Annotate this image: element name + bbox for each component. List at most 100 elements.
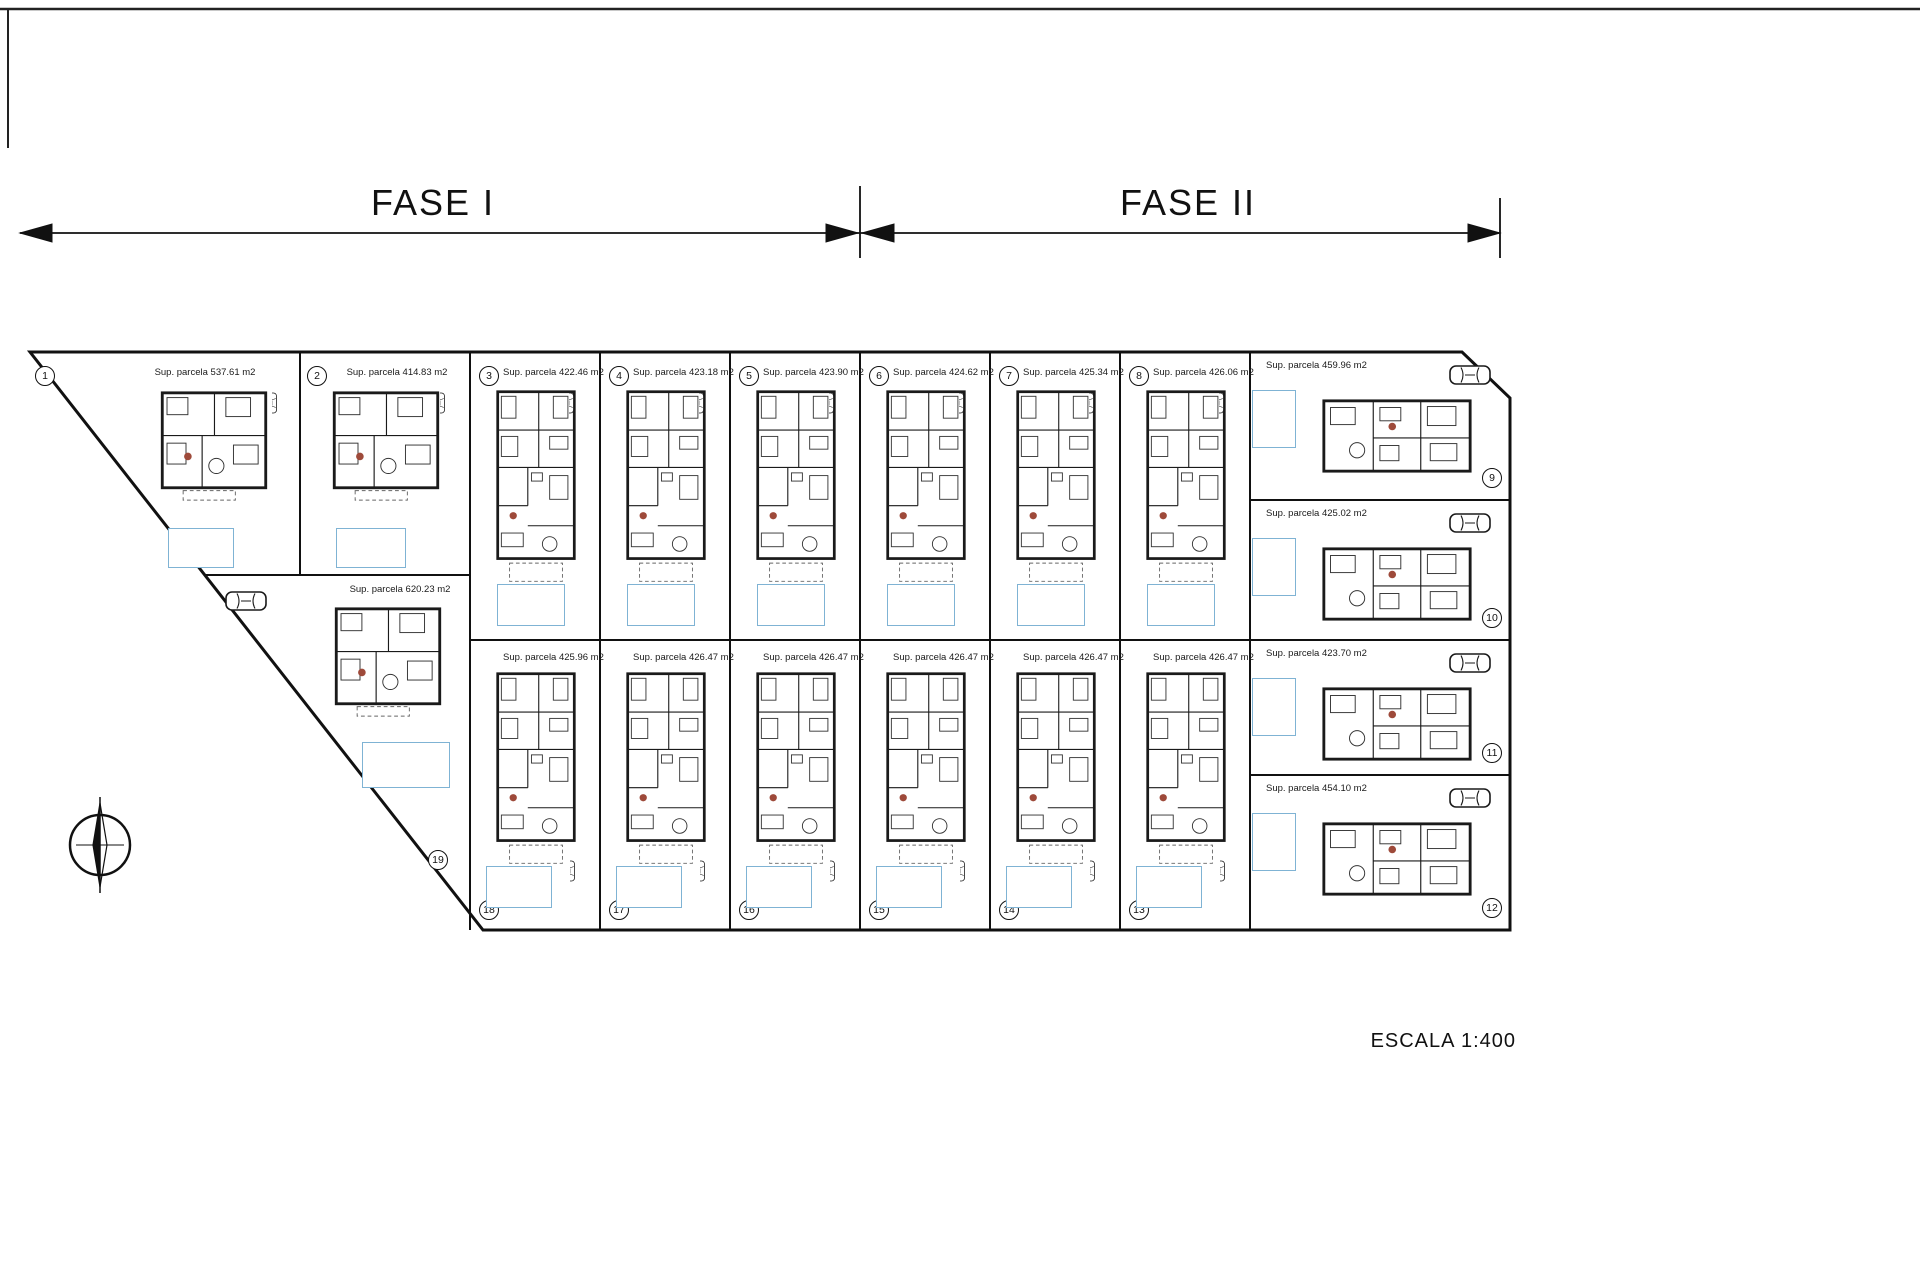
plot-6-pool xyxy=(887,584,955,626)
plot-2-number-badge: 2 xyxy=(307,366,327,386)
page-edge-lines xyxy=(0,7,1920,148)
arrow-mid-left-icon xyxy=(860,223,895,243)
plot-17-pool xyxy=(616,866,682,908)
plot-4-floorplan xyxy=(623,389,709,585)
plot-7-number-badge: 7 xyxy=(999,366,1019,386)
car-icon xyxy=(960,860,982,904)
plot-7-pool xyxy=(1017,584,1085,626)
arrow-right-icon xyxy=(1467,223,1502,243)
plot-15-pool xyxy=(876,866,942,908)
plot-4-pool xyxy=(627,584,695,626)
plot-16-pool xyxy=(746,866,812,908)
plot-1-floorplan xyxy=(158,390,270,502)
plot-1-number-badge: 1 xyxy=(35,366,55,386)
plot-4-area-label: Sup. parcela 423.18 m2 xyxy=(633,367,734,378)
plot-1-area-label: Sup. parcela 537.61 m2 xyxy=(154,367,256,378)
plot-1-pool xyxy=(168,528,234,568)
plot-9-area-label: Sup. parcela 459.96 m2 xyxy=(1266,360,1367,371)
car-icon xyxy=(1448,512,1492,534)
plot-13-area-label: Sup. parcela 426.47 m2 xyxy=(1153,652,1254,663)
plot-19-floorplan xyxy=(332,606,444,718)
car-icon xyxy=(570,860,592,904)
plot-16-floorplan xyxy=(753,671,839,867)
car-icon xyxy=(1089,392,1111,436)
plot-3-pool xyxy=(497,584,565,626)
plot-3-area-label: Sup. parcela 422.46 m2 xyxy=(503,367,604,378)
plot-2-pool xyxy=(336,528,406,568)
fase1-title: FASE I xyxy=(370,182,496,223)
parcel-division-lines xyxy=(205,352,1510,930)
plot-18-pool xyxy=(486,866,552,908)
plot-9-number-badge: 9 xyxy=(1482,468,1502,488)
plot-10-number-badge: 10 xyxy=(1482,608,1502,628)
plot-14-floorplan xyxy=(1013,671,1099,867)
phase-dimension-line xyxy=(18,186,1502,258)
plot-8-floorplan xyxy=(1143,389,1229,585)
plot-6-floorplan xyxy=(883,389,969,585)
plot-14-area-label: Sup. parcela 426.47 m2 xyxy=(1023,652,1124,663)
fase2-title: FASE II xyxy=(1119,182,1257,223)
plot-12-floorplan xyxy=(1318,821,1476,897)
arrow-mid-right-icon xyxy=(825,223,860,243)
plot-6-number-badge: 6 xyxy=(869,366,889,386)
arrow-left-icon xyxy=(18,223,53,243)
plot-8-area-label: Sup. parcela 426.06 m2 xyxy=(1153,367,1254,378)
car-icon xyxy=(699,392,721,436)
plot-13-floorplan xyxy=(1143,671,1229,867)
plot-2-area-label: Sup. parcela 414.83 m2 xyxy=(346,367,448,378)
plot-17-floorplan xyxy=(623,671,709,867)
plot-7-floorplan xyxy=(1013,389,1099,585)
car-icon xyxy=(1220,860,1242,904)
plot-12-area-label: Sup. parcela 454.10 m2 xyxy=(1266,783,1367,794)
car-icon xyxy=(830,860,852,904)
plot-19-area-label: Sup. parcela 620.23 m2 xyxy=(349,584,451,595)
plot-18-area-label: Sup. parcela 425.96 m2 xyxy=(503,652,604,663)
plot-13-pool xyxy=(1136,866,1202,908)
scale-label: ESCALA 1:400 xyxy=(1370,1030,1516,1052)
car-icon xyxy=(440,392,462,436)
car-icon xyxy=(1448,787,1492,809)
car-icon xyxy=(1219,392,1241,436)
plot-9-floorplan xyxy=(1318,398,1476,474)
plot-15-area-label: Sup. parcela 426.47 m2 xyxy=(893,652,994,663)
plot-10-pool xyxy=(1252,538,1296,596)
plot-8-pool xyxy=(1147,584,1215,626)
car-icon xyxy=(569,392,591,436)
car-icon xyxy=(1448,364,1492,386)
car-icon xyxy=(1090,860,1112,904)
plot-11-floorplan xyxy=(1318,686,1476,762)
car-icon xyxy=(959,392,981,436)
plot-16-area-label: Sup. parcela 426.47 m2 xyxy=(763,652,864,663)
plot-11-pool xyxy=(1252,678,1296,736)
site-boundary xyxy=(26,350,1512,932)
car-icon xyxy=(829,392,851,436)
compass-icon xyxy=(68,797,132,893)
plot-3-floorplan xyxy=(493,389,579,585)
plot-17-area-label: Sup. parcela 426.47 m2 xyxy=(633,652,734,663)
plot-11-number-badge: 11 xyxy=(1482,743,1502,763)
plot-6-area-label: Sup. parcela 424.62 m2 xyxy=(893,367,994,378)
car-icon xyxy=(272,392,294,436)
car-icon xyxy=(700,860,722,904)
plot-14-pool xyxy=(1006,866,1072,908)
plot-19-pool xyxy=(362,742,450,788)
plot-5-floorplan xyxy=(753,389,839,585)
plot-5-area-label: Sup. parcela 423.90 m2 xyxy=(763,367,864,378)
plot-10-floorplan xyxy=(1318,546,1476,622)
plot-11-area-label: Sup. parcela 423.70 m2 xyxy=(1266,648,1367,659)
plot-4-number-badge: 4 xyxy=(609,366,629,386)
plot-12-pool xyxy=(1252,813,1296,871)
plot-9-pool xyxy=(1252,390,1296,448)
plot-10-area-label: Sup. parcela 425.02 m2 xyxy=(1266,508,1367,519)
plot-3-number-badge: 3 xyxy=(479,366,499,386)
plot-12-number-badge: 12 xyxy=(1482,898,1502,918)
plot-15-floorplan xyxy=(883,671,969,867)
car-icon xyxy=(224,590,268,612)
plot-8-number-badge: 8 xyxy=(1129,366,1149,386)
plot-19-number-badge: 19 xyxy=(428,850,448,870)
plot-18-floorplan xyxy=(493,671,579,867)
plot-7-area-label: Sup. parcela 425.34 m2 xyxy=(1023,367,1124,378)
plot-2-floorplan xyxy=(330,390,442,502)
